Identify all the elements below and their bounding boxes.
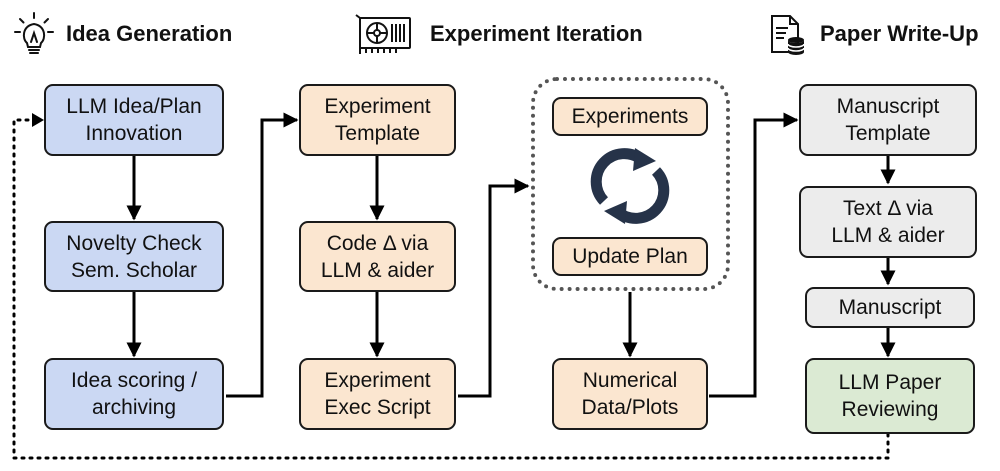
arrow-exec-to-loop <box>458 178 530 398</box>
arrow-scoring-to-template <box>226 112 299 398</box>
arrow-numerical-to-manuscript-template <box>709 112 799 398</box>
manuscript-template-box: Manuscript Template <box>799 84 977 156</box>
novelty-check-box: Novelty Check Sem. Scholar <box>44 221 224 292</box>
experiments-box: Experiments <box>552 97 708 136</box>
text-delta-box: Text Δ via LLM & aider <box>799 186 977 258</box>
gpu-icon <box>355 14 411 54</box>
experiment-exec-script-box: Experiment Exec Script <box>299 358 456 430</box>
experiment-iteration-title: Experiment Iteration <box>430 21 643 46</box>
paper-write-up-title: Paper Write-Up <box>820 21 979 46</box>
refresh-cycle-icon <box>590 148 670 224</box>
numerical-data-plots-box: Numerical Data/Plots <box>552 358 708 430</box>
lightbulb-icon <box>14 12 54 54</box>
header-paper-write-up: Paper Write-Up <box>766 12 979 56</box>
header-experiment-iteration: Experiment Iteration <box>354 12 643 56</box>
code-delta-box: Code Δ via LLM & aider <box>299 221 456 292</box>
header-idea-generation: Idea Generation <box>14 12 232 56</box>
idea-generation-title: Idea Generation <box>66 21 233 46</box>
feedback-loop-dotted <box>12 118 890 460</box>
feedback-loop-arrowhead <box>32 113 44 127</box>
llm-idea-plan-box: LLM Idea/Plan Innovation <box>44 84 224 156</box>
iteration-loop-container <box>531 77 730 291</box>
update-plan-box: Update Plan <box>552 237 708 276</box>
idea-scoring-box: Idea scoring / archiving <box>44 358 224 430</box>
experiment-template-box: Experiment Template <box>299 84 456 156</box>
llm-paper-reviewing-box: LLM Paper Reviewing <box>805 358 975 434</box>
document-database-icon <box>771 15 805 55</box>
manuscript-box: Manuscript <box>805 287 975 328</box>
